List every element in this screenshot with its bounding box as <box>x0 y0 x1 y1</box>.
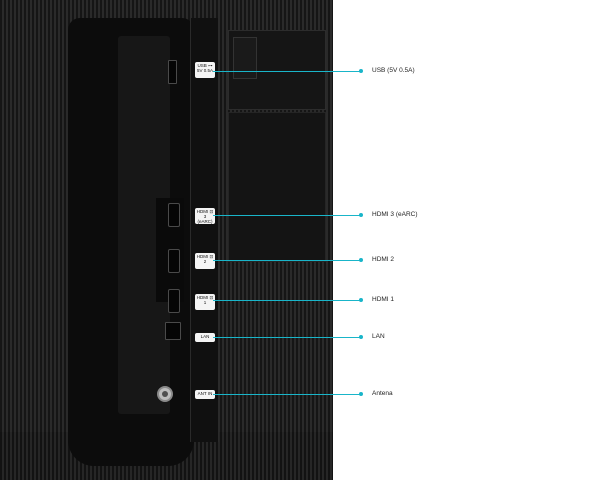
antenna-callout-line <box>213 394 361 395</box>
middle-housing <box>228 112 326 262</box>
lan-badge: LAN <box>195 333 215 342</box>
hdmi1-badge: HDMI ⊡ 1 <box>195 294 215 310</box>
antenna-callout-dot <box>359 392 363 396</box>
lan-callout-dot <box>359 335 363 339</box>
lan-callout-label: LAN <box>372 333 385 340</box>
hdmi2-callout-label: HDMI 2 <box>372 256 395 263</box>
hdmi3-callout-label: HDMI 3 (eARC) <box>372 211 418 218</box>
hdmi2-callout-line <box>213 260 361 261</box>
hdmi3-badge: HDMI ⊡ 3 (eARC) <box>195 208 215 224</box>
hdmi2-badge: HDMI ⊡ 2 <box>195 253 215 269</box>
housing-notch <box>233 37 257 79</box>
hdmi1-callout-line <box>213 300 361 301</box>
usb-callout-line <box>213 71 361 72</box>
hdmi2-port <box>168 249 180 273</box>
antenna-callout-label: Antena <box>372 390 393 397</box>
upper-housing <box>228 30 326 110</box>
hdmi3-port <box>168 203 180 227</box>
usb-badge: USB ⊶ 5V 0.5A <box>195 62 215 78</box>
hdmi3-callout-dot <box>359 213 363 217</box>
usb-callout-dot <box>359 69 363 73</box>
hdmi1-port <box>168 289 180 313</box>
lan-callout-line <box>213 337 361 338</box>
antenna-badge: ANT IN <box>195 390 215 399</box>
hdmi1-callout-dot <box>359 298 363 302</box>
port-strip <box>190 18 219 442</box>
usb-callout-label: USB (5V 0.5A) <box>372 67 415 74</box>
lan-port <box>165 322 181 340</box>
hdmi3-callout-line <box>213 215 361 216</box>
hdmi1-callout-label: HDMI 1 <box>372 296 395 303</box>
hdmi2-callout-dot <box>359 258 363 262</box>
tv-back-panel <box>0 0 333 480</box>
antenna-port <box>157 386 173 402</box>
usb-port <box>168 60 177 84</box>
